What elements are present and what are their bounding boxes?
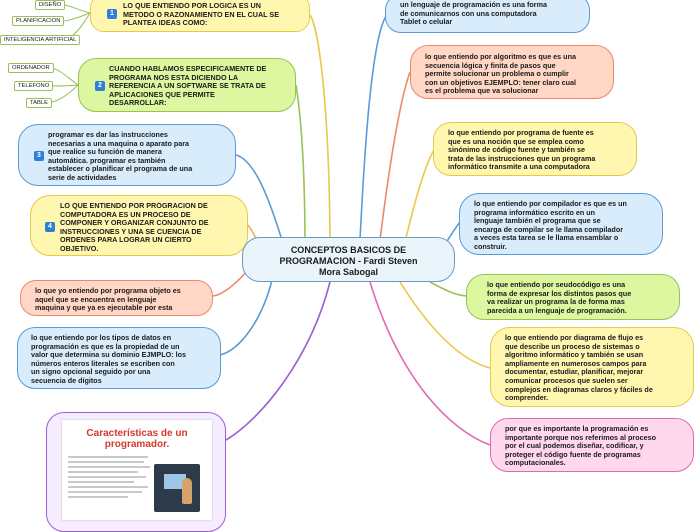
node-programa-objeto[interactable]: lo que yo entiendo por programa objeto e… [20, 280, 213, 316]
link-leaf-diseno [63, 4, 91, 14]
link-image [225, 281, 331, 441]
node-programar-text: programar es dar las instrucciones neces… [48, 130, 193, 182]
central-line-3: Mora Sabogal [318, 267, 378, 277]
node-compilador[interactable]: lo que entiendo por compilador es que es… [459, 193, 663, 255]
leaf-ordenador[interactable]: ORDENADOR [8, 63, 54, 73]
node-algoritmo[interactable]: lo que entiendo por algoritmo es que es … [410, 45, 614, 99]
leaf-inteligencia-artificial[interactable]: INTELIGENCIA ARTIFICIAL [0, 35, 81, 45]
link-leaf-table [51, 84, 79, 103]
node-logica-text: LO QUE ENTIENDO POR LOGICA ES UN METODO … [123, 1, 280, 28]
link-algoritmo [379, 71, 411, 241]
node-tipos-datos[interactable]: lo que entiendo por los tipos de datos e… [17, 327, 221, 389]
leaf-planificacion[interactable]: PLANIFICACION [12, 16, 65, 26]
node-lenguaje-text: un lenguaje de programación es una forma… [400, 0, 547, 27]
image-title-line-2: programador. [104, 439, 170, 450]
node-diagrama-flujo[interactable]: lo que entiendo por diagrama de flujo es… [490, 327, 694, 407]
central-topic[interactable]: CONCEPTOS BASICOS DE PROGRAMACION - Fard… [242, 237, 455, 282]
link-lenguaje [359, 15, 387, 241]
programmer-photo-icon [154, 464, 200, 512]
link-importancia [369, 281, 491, 446]
node-importancia-text: por que es importante la programación es… [505, 424, 656, 468]
image-text-lines [68, 456, 152, 501]
central-line-2: PROGRAMACION - Fardi Steven [279, 256, 418, 266]
node-logica[interactable]: 1 LO QUE ENTIENDO POR LOGICA ES UN METOD… [90, 0, 310, 32]
node-tipos-datos-text: lo que entiendo por los tipos de datos e… [31, 333, 186, 385]
node-seudocodigo[interactable]: lo que entiendo por seudocódigo es una f… [466, 274, 680, 320]
node-seudocodigo-text: lo que entiendo por seudocódigo es una f… [487, 280, 632, 315]
link-leaf-planificacion [63, 12, 91, 22]
node-lenguaje[interactable]: un lenguaje de programación es una forma… [385, 0, 590, 33]
node-programar[interactable]: 3 programar es dar las instrucciones nec… [18, 124, 236, 186]
node-importancia[interactable]: por que es importante la programación es… [490, 418, 694, 472]
node-computadora-text: LO QUE ENTIENDO POR PROGRACION DE COMPUT… [60, 201, 209, 253]
link-fuente [404, 149, 435, 243]
link-logica [309, 14, 331, 256]
leaf-diseno[interactable]: DISEÑO [35, 0, 66, 10]
node-compilador-text: lo que entiendo por compilador es que es… [474, 199, 627, 251]
node-software[interactable]: 2 CUANDO HABLAMOS ESPECIFICAMENTE DE PRO… [78, 58, 296, 112]
number-badge-1: 1 [107, 9, 117, 19]
node-algoritmo-text: lo que entiendo por algoritmo es que es … [425, 52, 576, 96]
image-title-line-1: Características de un [86, 428, 188, 439]
link-seudocodigo [429, 281, 467, 297]
link-leaf-telefono [51, 84, 79, 87]
node-computadora[interactable]: 4 LO QUE ENTIENDO POR PROGRACION DE COMP… [30, 195, 248, 256]
node-programa-objeto-text: lo que yo entiendo por programa objeto e… [35, 286, 181, 313]
node-software-text: CUANDO HABLAMOS ESPECIFICAMENTE DE PROGR… [109, 64, 267, 108]
number-badge-3: 3 [34, 151, 44, 161]
node-programa-fuente-text: lo que entiendo por programa de fuente e… [448, 128, 596, 172]
central-line-1: CONCEPTOS BASICOS DE [290, 245, 407, 255]
link-software [295, 84, 306, 251]
node-programa-fuente[interactable]: lo que entiendo por programa de fuente e… [433, 122, 637, 176]
link-tipos [219, 279, 273, 356]
leaf-table[interactable]: TABLE [26, 98, 52, 108]
number-badge-2: 2 [95, 81, 105, 91]
image-caracteristicas-programador[interactable]: Características de un programador. [62, 420, 212, 520]
link-programar [235, 154, 286, 251]
leaf-telefono[interactable]: TELEFONO [14, 81, 54, 91]
link-flujo [399, 281, 491, 369]
node-diagrama-flujo-text: lo que entiendo por diagrama de flujo es… [505, 333, 653, 403]
link-leaf-ordenador [51, 67, 79, 86]
number-badge-4: 4 [45, 222, 55, 232]
